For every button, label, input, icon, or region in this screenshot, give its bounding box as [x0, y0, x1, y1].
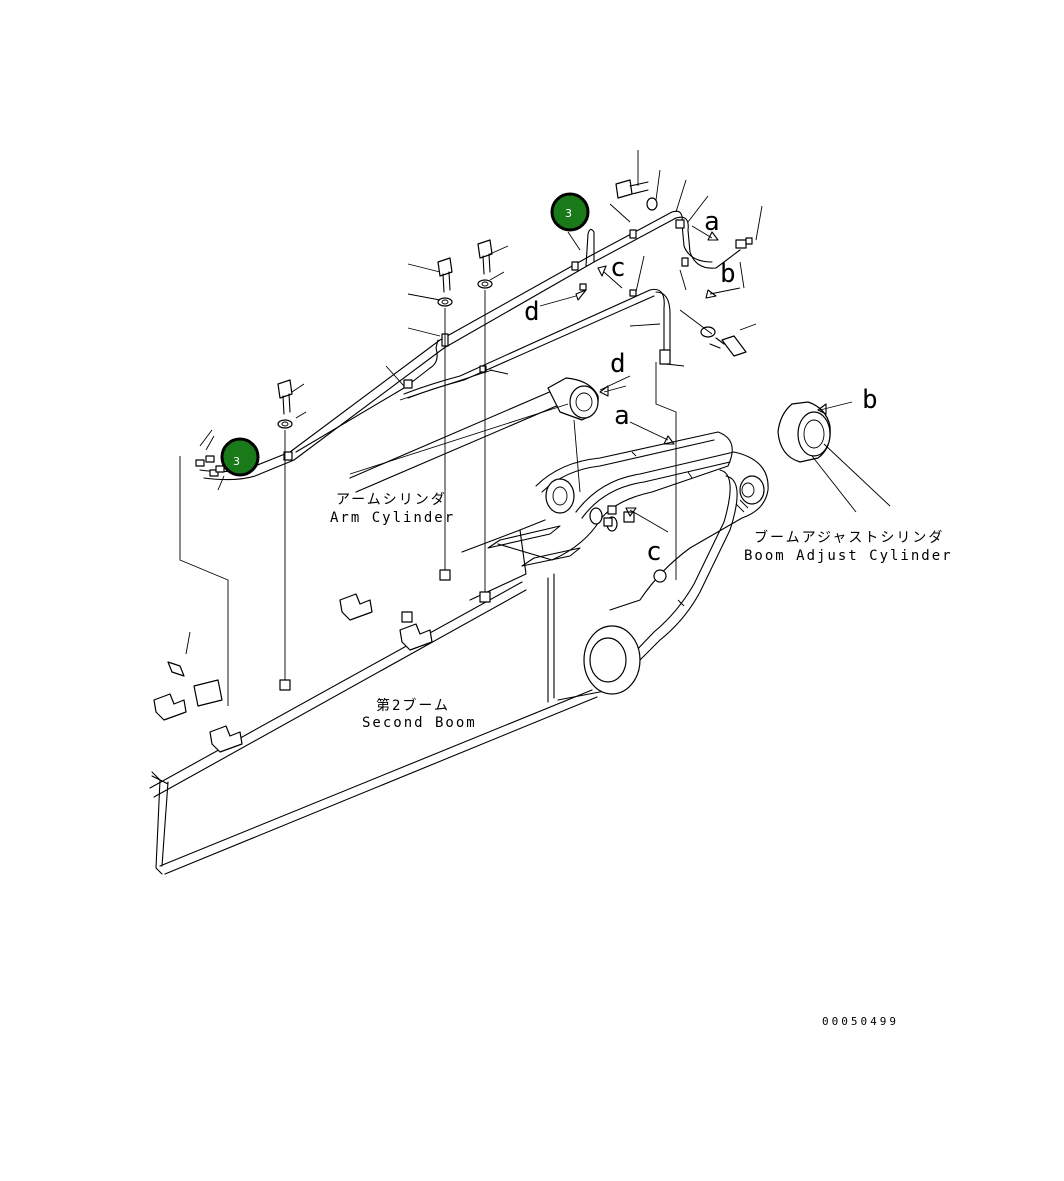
- arm-cylinder: [349, 377, 599, 493]
- ref-letter-c-boom: c: [646, 537, 662, 567]
- callout-circle[interactable]: [220, 437, 260, 477]
- second-boom-frame: [149, 519, 598, 875]
- ref-letter-a-top: a: [704, 207, 720, 237]
- bolts-and-washers: [277, 179, 747, 691]
- component-labels: アームシリンダ Arm Cylinder ブームアジャストシリンダ Boom A…: [330, 492, 953, 731]
- hydraulic-lines: [195, 210, 753, 481]
- callout-number: 3: [565, 207, 572, 220]
- callout-3-left[interactable]: 3: [220, 437, 260, 477]
- callout-number: 3: [233, 455, 240, 468]
- second-boom-label-en: Second Boom: [362, 715, 477, 731]
- ref-letter-a-boom: a: [614, 401, 630, 431]
- boom-adjust-cylinder: [777, 401, 891, 513]
- boom-end-plates: [487, 431, 769, 701]
- boom-adjust-cylinder-label-en: Boom Adjust Cylinder: [744, 548, 953, 564]
- reference-letters: a b c d d a b c: [524, 207, 878, 567]
- ref-letter-d-left: d: [524, 297, 540, 327]
- arm-cylinder-label-en: Arm Cylinder: [330, 510, 455, 526]
- drawing-number: 00050499: [822, 1015, 899, 1028]
- ref-letter-c-top: c: [610, 253, 626, 283]
- leader-lines: [179, 150, 853, 706]
- callout-3-top[interactable]: 3: [550, 192, 590, 232]
- boom-brackets: [153, 593, 433, 753]
- callout-circle[interactable]: [550, 192, 590, 232]
- arm-cylinder-label-jp: アームシリンダ: [336, 492, 447, 508]
- ref-letter-d-right: d: [610, 349, 626, 379]
- second-boom-label-jp: 第2ブーム: [376, 697, 450, 714]
- boom-adjust-cylinder-label-jp: ブームアジャストシリンダ: [754, 529, 944, 546]
- ref-letter-b-top: b: [720, 259, 736, 289]
- ref-letter-b-cylinder: b: [862, 385, 878, 415]
